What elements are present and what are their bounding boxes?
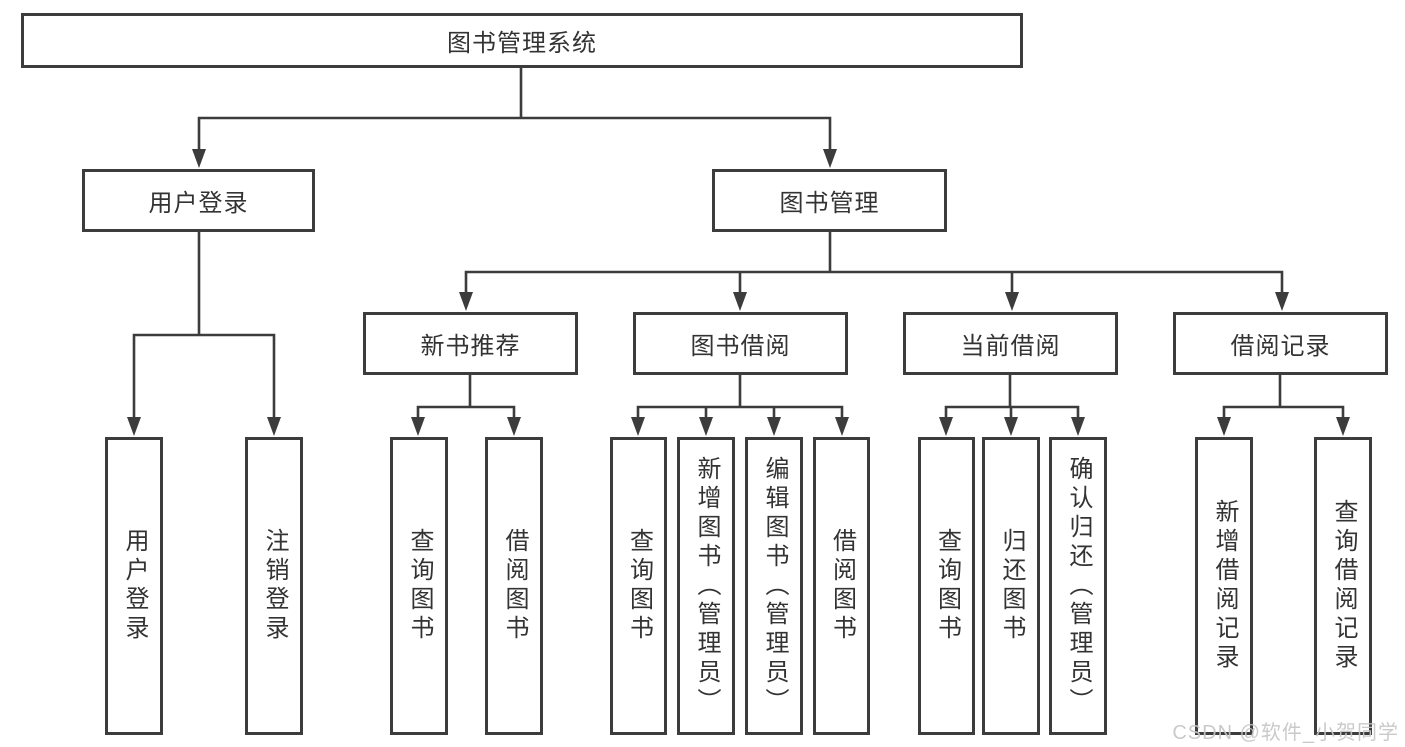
leaf-add-book: 新增图书（管理员） [677, 437, 735, 735]
leaf-confirm-return-label: 确认归还（管理员） [1065, 455, 1092, 717]
node-book-borrow-label: 图书借阅 [690, 333, 791, 360]
connector-borrow-records-children [1217, 374, 1350, 436]
node-current-borrow: 当前借阅 [903, 312, 1118, 375]
leaf-query-books-borrow: 查询图书 [610, 437, 667, 735]
leaf-borrow-books-rec-label: 借阅图书 [501, 528, 528, 644]
leaf-query-books-borrow-label: 查询图书 [625, 528, 653, 644]
node-root-label: 图书管理系统 [447, 30, 597, 57]
leaf-edit-book-label: 编辑图书（管理员） [761, 455, 788, 717]
node-borrow-records-label: 借阅记录 [1230, 333, 1331, 360]
node-new-book-rec: 新书推荐 [363, 312, 578, 375]
leaf-query-books-rec: 查询图书 [390, 437, 448, 735]
leaf-logout: 注销登录 [245, 437, 303, 735]
leaf-confirm-return: 确认归还（管理员） [1049, 437, 1107, 735]
connector-root-children [192, 66, 837, 168]
node-root: 图书管理系统 [21, 13, 1023, 68]
connector-new-book-rec-children [411, 374, 521, 436]
connector-book-borrow-children [631, 374, 849, 436]
leaf-query-borrow-record-label: 查询借阅记录 [1330, 499, 1357, 673]
leaf-return-book-label: 归还图书 [998, 528, 1025, 644]
leaf-query-books-current-label: 查询图书 [933, 528, 961, 644]
connector-book-mgmt-children [459, 231, 1289, 311]
leaf-return-book: 归还图书 [982, 437, 1040, 735]
leaf-logout-label: 注销登录 [261, 528, 288, 644]
node-book-mgmt: 图书管理 [712, 169, 947, 232]
leaf-query-books-current: 查询图书 [918, 437, 975, 735]
node-borrow-records: 借阅记录 [1173, 312, 1388, 375]
connector-current-borrow-children [939, 374, 1085, 436]
leaf-add-book-label: 新增图书（管理员） [693, 455, 720, 717]
watermark: CSDN @软件_小贺同学 [1172, 722, 1399, 744]
leaf-borrow-books-rec: 借阅图书 [485, 437, 543, 735]
connector-user-login-children [127, 231, 281, 436]
leaf-add-borrow-record: 新增借阅记录 [1195, 437, 1253, 735]
leaf-user-login-label: 用户登录 [121, 528, 148, 644]
node-book-mgmt-label: 图书管理 [779, 190, 880, 217]
leaf-borrow-books-borrow-label: 借阅图书 [828, 528, 856, 644]
node-current-borrow-label: 当前借阅 [960, 333, 1061, 360]
node-user-login: 用户登录 [82, 169, 315, 232]
leaf-edit-book: 编辑图书（管理员） [745, 437, 803, 735]
leaf-add-borrow-record-label: 新增借阅记录 [1211, 499, 1238, 673]
leaf-query-borrow-record: 查询借阅记录 [1314, 437, 1372, 735]
node-new-book-rec-label: 新书推荐 [420, 333, 521, 360]
leaf-user-login: 用户登录 [105, 437, 163, 735]
node-user-login-label: 用户登录 [148, 190, 249, 217]
node-book-borrow: 图书借阅 [633, 312, 848, 375]
leaf-borrow-books-borrow: 借阅图书 [813, 437, 870, 735]
leaf-query-books-rec-label: 查询图书 [406, 528, 433, 644]
